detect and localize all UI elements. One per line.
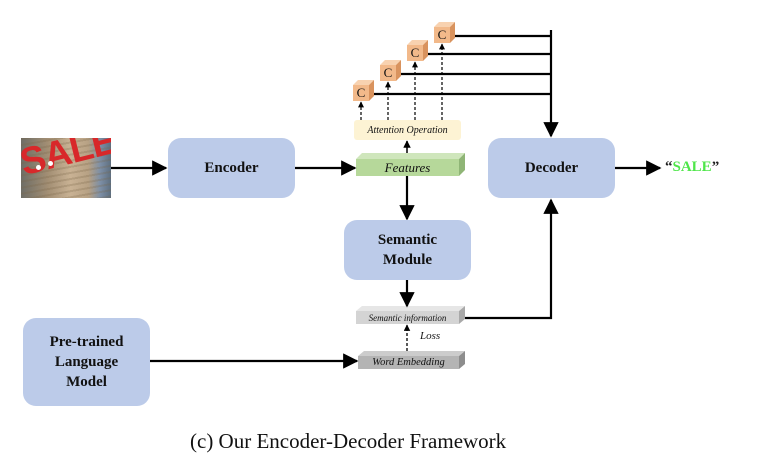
cube-side (369, 80, 374, 101)
plm-label-line2: Language (54, 354, 119, 370)
semantic-module-label-line2: Module (382, 252, 433, 268)
cube-label: C (356, 85, 366, 100)
word-embedding-label: Word Embedding (372, 357, 445, 368)
decoder-label: Decoder (524, 160, 579, 176)
cube-front (434, 27, 450, 43)
semantic-module-box: Semantic Module (344, 220, 471, 280)
cube-top (380, 60, 401, 65)
cube-top (407, 40, 428, 45)
decoder-box: Decoder (488, 138, 615, 198)
semantic-information-slab-shape (356, 306, 465, 324)
close-quote: ” (711, 159, 720, 175)
image-highlight (48, 161, 53, 166)
plm-label-line1: Pre-trained (49, 334, 124, 350)
cube-top (353, 80, 374, 85)
arrow-semantic-info-to-decoder (465, 198, 559, 320)
output-text: “SALE” (665, 159, 719, 176)
encoder-box: Encoder (168, 138, 295, 198)
cube-top (434, 22, 455, 27)
cube-front (353, 85, 369, 101)
cube-links (358, 34, 551, 120)
figure-caption: (c) Our Encoder-Decoder Framework (190, 429, 507, 453)
open-quote: “ (665, 159, 673, 175)
cube-side (423, 40, 428, 61)
attention-slab-shape (354, 120, 461, 140)
cube-side (450, 22, 455, 43)
cube-label: C (410, 45, 420, 60)
cube-label: C (437, 27, 447, 42)
cube-side (396, 60, 401, 81)
loss-label: Loss (420, 330, 441, 342)
image-highlight (36, 165, 41, 170)
attention-operation-label: Attention Operation (367, 124, 448, 136)
pretrained-language-model-box: Pre-trained Language Model (23, 318, 150, 406)
cube-label: C (383, 65, 393, 80)
word-embedding-slab-shape (358, 351, 465, 369)
features-slab-shape (356, 153, 465, 176)
encoder-label: Encoder (204, 160, 259, 176)
semantic-information-label: Semantic information (368, 312, 447, 323)
features-label: Features (384, 159, 431, 175)
plm-label-line3: Model (66, 374, 107, 390)
output-word: SALE (672, 159, 712, 175)
input-image-text: SALE (21, 138, 111, 185)
semantic-module-label-line1: Semantic (377, 232, 438, 248)
input-image: SALE (21, 138, 111, 198)
cube-front (380, 65, 396, 81)
cube-front (407, 45, 423, 61)
context-cubes (353, 22, 455, 101)
